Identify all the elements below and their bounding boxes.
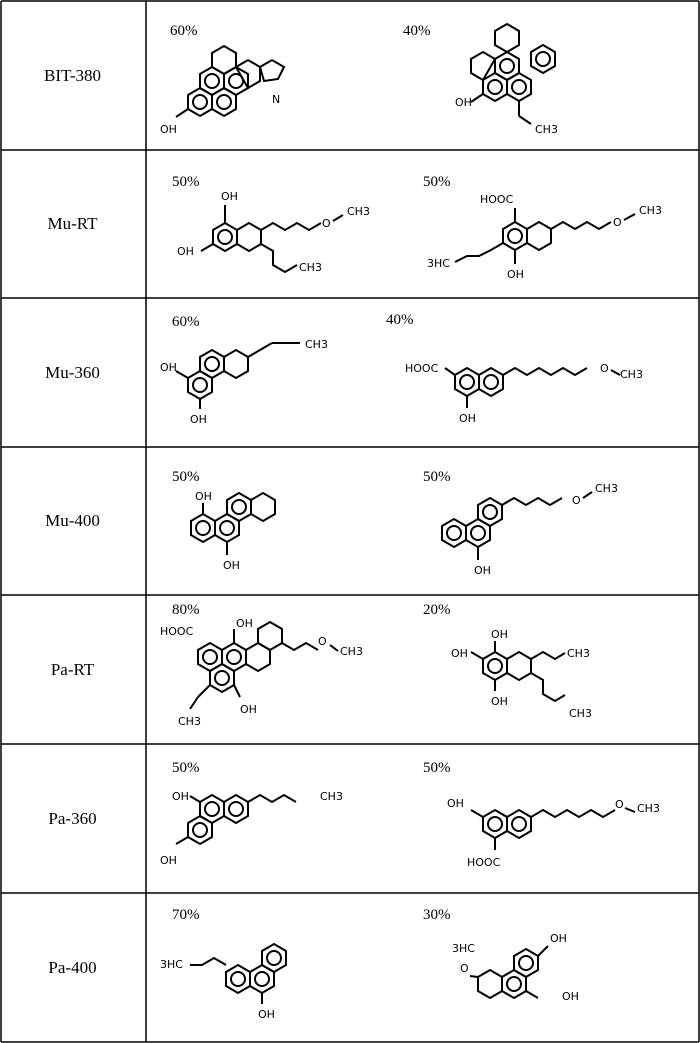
svg-text:HOOC: HOOC [405, 362, 439, 375]
svg-text:OH: OH [195, 490, 212, 503]
svg-text:O: O [460, 962, 469, 975]
fraction-2: 40% [386, 312, 414, 328]
molecule-structure: OH OH CH3 [160, 790, 343, 867]
table-row: Pa-360 50% 50% OH OH CH3 OH HOOC O CH3 [0, 744, 700, 893]
fraction-2: 20% [423, 602, 451, 618]
table-row: Pa-400 70% 30% 3HC OH 3HC O OH OH [0, 893, 700, 1042]
svg-text:O: O [322, 217, 331, 230]
svg-text:HOOC: HOOC [467, 856, 501, 869]
svg-text:3HC: 3HC [160, 958, 183, 971]
molecule-structure: OH O CH3 [441, 482, 618, 577]
fraction-2: 30% [423, 907, 451, 923]
molecule-structure: OH OH O CH3 CH3 [177, 190, 370, 274]
svg-text:3HC: 3HC [427, 257, 450, 270]
sample-name: Pa-RT [50, 659, 95, 679]
table-row: Mu-RT 50% 50% OH OH O CH3 CH3 HOOC OH 3H… [0, 150, 700, 298]
molecule-structure: OH CH3 [455, 22, 558, 136]
sample-name: Mu-360 [45, 362, 100, 382]
svg-text:OH: OH [190, 413, 207, 426]
svg-text:OH: OH [236, 617, 253, 630]
svg-text:CH3: CH3 [569, 707, 592, 720]
svg-text:HOOC: HOOC [480, 193, 514, 206]
svg-text:3HC: 3HC [452, 942, 475, 955]
svg-text:CH3: CH3 [347, 205, 370, 218]
svg-text:CH3: CH3 [178, 715, 201, 728]
fraction-2: 50% [423, 760, 451, 776]
svg-text:OH: OH [258, 1008, 275, 1021]
sample-name: Mu-RT [47, 214, 98, 233]
fraction-2: 50% [423, 469, 451, 485]
sample-name: BIT-380 [44, 65, 101, 85]
svg-text:O: O [615, 798, 624, 811]
molecule-structure: HOOC OH OH CH3 O CH3 [160, 617, 363, 728]
svg-text:OH: OH [223, 559, 240, 572]
svg-text:OH: OH [160, 123, 177, 136]
fraction-1: 50% [172, 469, 200, 485]
svg-text:HOOC: HOOC [160, 625, 194, 638]
table-row: BIT-380 60% 40% N OH OH CH3 [0, 1, 700, 150]
svg-text:OH: OH [474, 564, 491, 577]
svg-text:OH: OH [177, 245, 194, 258]
svg-text:O: O [613, 216, 622, 229]
table-row: Pa-RT 80% 20% HOOC OH OH CH3 O CH3 OH OH… [0, 595, 700, 744]
svg-text:CH3: CH3 [637, 802, 660, 815]
sample-name: Pa-400 [48, 957, 97, 977]
svg-text:O: O [600, 362, 609, 375]
svg-text:CH3: CH3 [535, 123, 558, 136]
fraction-1: 80% [172, 602, 200, 618]
fraction-1: 50% [172, 760, 200, 776]
svg-text:OH: OH [455, 96, 472, 109]
molecule-structure: 3HC OH [160, 942, 287, 1021]
svg-text:OH: OH [550, 932, 567, 945]
molecule-structure: OH OH [190, 490, 276, 572]
svg-text:OH: OH [562, 990, 579, 1003]
fraction-1: 50% [172, 174, 200, 190]
svg-text:OH: OH [160, 854, 177, 867]
svg-text:O: O [572, 494, 581, 507]
fraction-2: 50% [423, 174, 451, 190]
fraction-1: 60% [170, 23, 198, 39]
svg-text:OH: OH [491, 695, 508, 708]
svg-text:OH: OH [491, 628, 508, 641]
molecule-structure: HOOC OH 3HC O CH3 [427, 193, 662, 281]
svg-text:CH3: CH3 [595, 482, 618, 495]
svg-text:O: O [318, 635, 327, 648]
svg-text:OH: OH [507, 268, 524, 281]
svg-text:OH: OH [451, 647, 468, 660]
svg-text:CH3: CH3 [305, 338, 328, 351]
svg-text:CH3: CH3 [340, 645, 363, 658]
svg-text:N: N [272, 93, 280, 106]
svg-text:CH3: CH3 [320, 790, 343, 803]
molecule-structure: 3HC O OH OH [452, 932, 579, 1003]
svg-text:OH: OH [221, 190, 238, 203]
svg-text:CH3: CH3 [620, 368, 643, 381]
svg-text:OH: OH [459, 412, 476, 425]
molecule-structure: OH OH OH CH3 CH3 [451, 628, 592, 720]
svg-text:OH: OH [447, 797, 464, 810]
molecule-structure: OH OH CH3 [160, 338, 328, 426]
svg-text:CH3: CH3 [299, 261, 322, 274]
sample-name: Mu-400 [45, 511, 100, 530]
table-row: Mu-400 50% 50% OH OH OH O CH3 [0, 447, 700, 595]
svg-text:OH: OH [160, 361, 177, 374]
svg-text:OH: OH [172, 790, 189, 803]
fraction-2: 40% [403, 23, 431, 39]
svg-text:CH3: CH3 [639, 204, 662, 217]
molecule-structure: N OH [160, 44, 286, 136]
svg-text:CH3: CH3 [567, 647, 590, 660]
sample-name: Pa-360 [48, 808, 97, 828]
fraction-1: 60% [172, 314, 200, 330]
molecule-structure: OH HOOC O CH3 [447, 797, 660, 869]
table-row: Mu-360 60% 40% OH OH CH3 HOOC OH O CH3 [0, 298, 700, 447]
fraction-1: 70% [172, 907, 200, 923]
svg-text:OH: OH [240, 703, 257, 716]
molecule-structure: HOOC OH O CH3 [405, 362, 643, 425]
